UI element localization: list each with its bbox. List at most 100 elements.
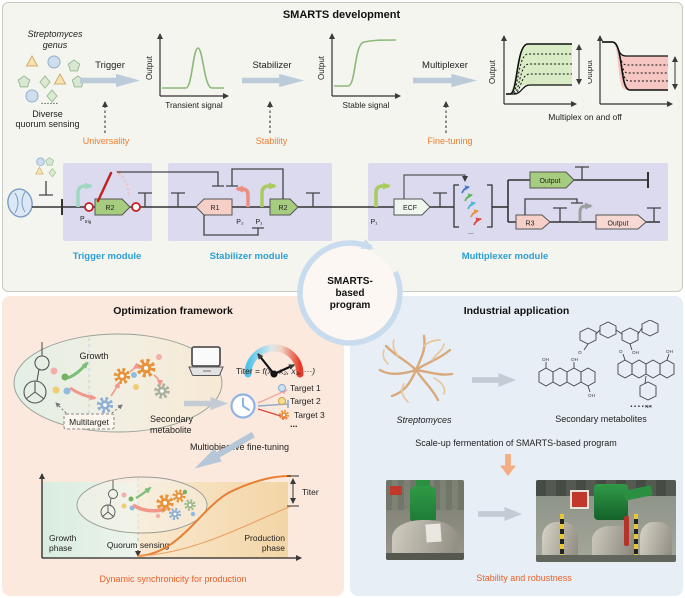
dot-pink2 [156, 354, 162, 360]
svg-text:NH: NH [645, 404, 652, 409]
mycelium-sketch-icon [23, 342, 50, 404]
diverse-quorum-label-1: Diverse [32, 109, 63, 119]
secondary-metabolite-l2: metabolite [150, 424, 192, 435]
p1-label: P₁ [255, 219, 263, 226]
top-panel-title: SMARTS development [282, 9, 401, 21]
streptomyces-genus-label-2: genus [42, 40, 68, 50]
multiobjective-label: Multiobjective fine-tuning [189, 442, 290, 452]
r2b-gene-arrow [269, 198, 299, 216]
production-phase-l2: phase [262, 543, 285, 553]
photo1-paper-label [425, 523, 442, 543]
recombination-site-right-icon [131, 202, 141, 212]
growth-arrow-icon [67, 361, 89, 380]
multiplex-on-graph: Output [488, 35, 582, 107]
diverse-quorum-label-2: quorum sensing [15, 119, 80, 129]
dot-yellow2 [133, 384, 139, 390]
ecf-gene-arrow [393, 198, 431, 216]
hub-circle [303, 246, 397, 340]
svg-text:OH: OH [542, 357, 549, 362]
svg-text:O: O [619, 349, 623, 354]
trigger-step-label: Trigger [95, 60, 125, 71]
recombination-site-left-icon [84, 202, 94, 212]
titer-axis-label: Titer [302, 487, 319, 497]
trigger-terminator-icon [138, 192, 152, 207]
switch-icon [96, 171, 113, 203]
multiplex-caption: Multiplex on and off [548, 112, 622, 122]
phase-graph: Growth phase Quorum sensing Production p… [39, 473, 319, 561]
trigger-repression-line [117, 171, 224, 187]
quorum-sensing-label: Quorum sensing [107, 540, 170, 550]
target3-gear-icon [278, 409, 290, 421]
gear-link-arrow3 [153, 374, 163, 387]
production-phase-l1: Production [244, 533, 285, 543]
cell-icon [7, 188, 33, 218]
stabilizer-terminator-out-icon [306, 192, 320, 207]
photo2-tank-right [640, 522, 672, 560]
quorum-shapes-cluster [17, 55, 85, 103]
svg-text:OH: OH [632, 350, 639, 355]
hub-line1: SMARTS- [327, 276, 373, 287]
target3-label: Target 3 [294, 410, 325, 420]
stability-dashed-arrow-icon [267, 101, 273, 133]
output-bottom-label: Output [607, 221, 628, 228]
p1m-label: P₁ [370, 219, 378, 226]
metabolite-dot-green [61, 373, 69, 381]
output-top-gene-arrow [529, 171, 575, 189]
transient-ylabel: Output [146, 55, 154, 80]
quorum-inhibition-tbar [39, 181, 53, 196]
target2-dot-icon [278, 397, 286, 405]
ecf-activation-loop [403, 174, 468, 199]
metabolite-dot-blue [63, 387, 71, 395]
r3-gene-arrow [515, 214, 551, 230]
stable-signal-graph: Output Stable signal [318, 33, 401, 110]
hub-line2: based [335, 288, 365, 299]
genetic-circuit-diagram: Ptrig R2 R1 P₂ P₁ R2 P₁ ECF [7, 157, 668, 262]
finetuning-dashed-arrow-icon [443, 101, 449, 133]
finetuning-tag: Fine-tuning [427, 136, 473, 146]
mini-cell-ellipse [76, 476, 208, 534]
r3-gene-label: R3 [526, 221, 535, 228]
clock-icon [230, 393, 256, 419]
promoter-library-ellipsis: ... [468, 229, 474, 236]
photo1-floor [386, 553, 464, 560]
quorum-signal-shapes-icon [35, 157, 57, 178]
multiplexer-module-label: Multiplexer module [462, 251, 549, 262]
streptomyces-label: Streptomyces [396, 415, 452, 425]
ptrig-label: Ptrig [80, 216, 92, 225]
metabolite-dot-pink [50, 367, 58, 375]
output-bottom-gene-arrow [595, 214, 647, 230]
photo2-warning-sign [570, 490, 589, 509]
r3-repression-loop [524, 198, 583, 215]
titer-curve-secondary [137, 505, 292, 557]
svg-text:OH: OH [588, 393, 595, 398]
optimization-title: Optimization framework [113, 305, 233, 317]
universality-tag: Universality [82, 136, 130, 146]
multiplex-on-ylabel: Output [488, 59, 497, 84]
multiplex-off-fill [612, 42, 668, 90]
r1-gene-arrow [195, 198, 233, 216]
stability-robustness-caption: Stability and robustness [476, 573, 572, 583]
hub-line3: program [329, 300, 371, 311]
output-bottom-terminator-icon [647, 207, 661, 222]
p1-promoter-arrow-icon [260, 182, 277, 207]
r1-gene-label: R1 [211, 205, 220, 212]
streptomyces-mycelium-icon [378, 334, 454, 403]
trigger-module-label: Trigger module [73, 251, 142, 262]
titer-gauge-icon [244, 344, 304, 378]
growth-phase-l1: Growth [49, 533, 77, 543]
output-top-terminator-icon [575, 166, 589, 180]
stable-curve [334, 39, 397, 87]
fermenter-photo-small [386, 480, 464, 560]
target1-label: Target 1 [290, 383, 321, 393]
secondary-metabolite-l1: Secondary [150, 414, 194, 424]
fermenter-photo-large [536, 480, 676, 562]
stability-tag: Stability [255, 136, 288, 146]
target-row-3: Target 3 [278, 409, 325, 421]
transient-curve [162, 47, 224, 89]
metabolites-ellipsis: ...... [630, 399, 653, 410]
photo2-striped-pole-right [634, 514, 638, 560]
target2-label: Target 2 [290, 396, 321, 406]
r2-repression-loop [226, 168, 284, 199]
smarts-hub-ring [297, 238, 403, 346]
